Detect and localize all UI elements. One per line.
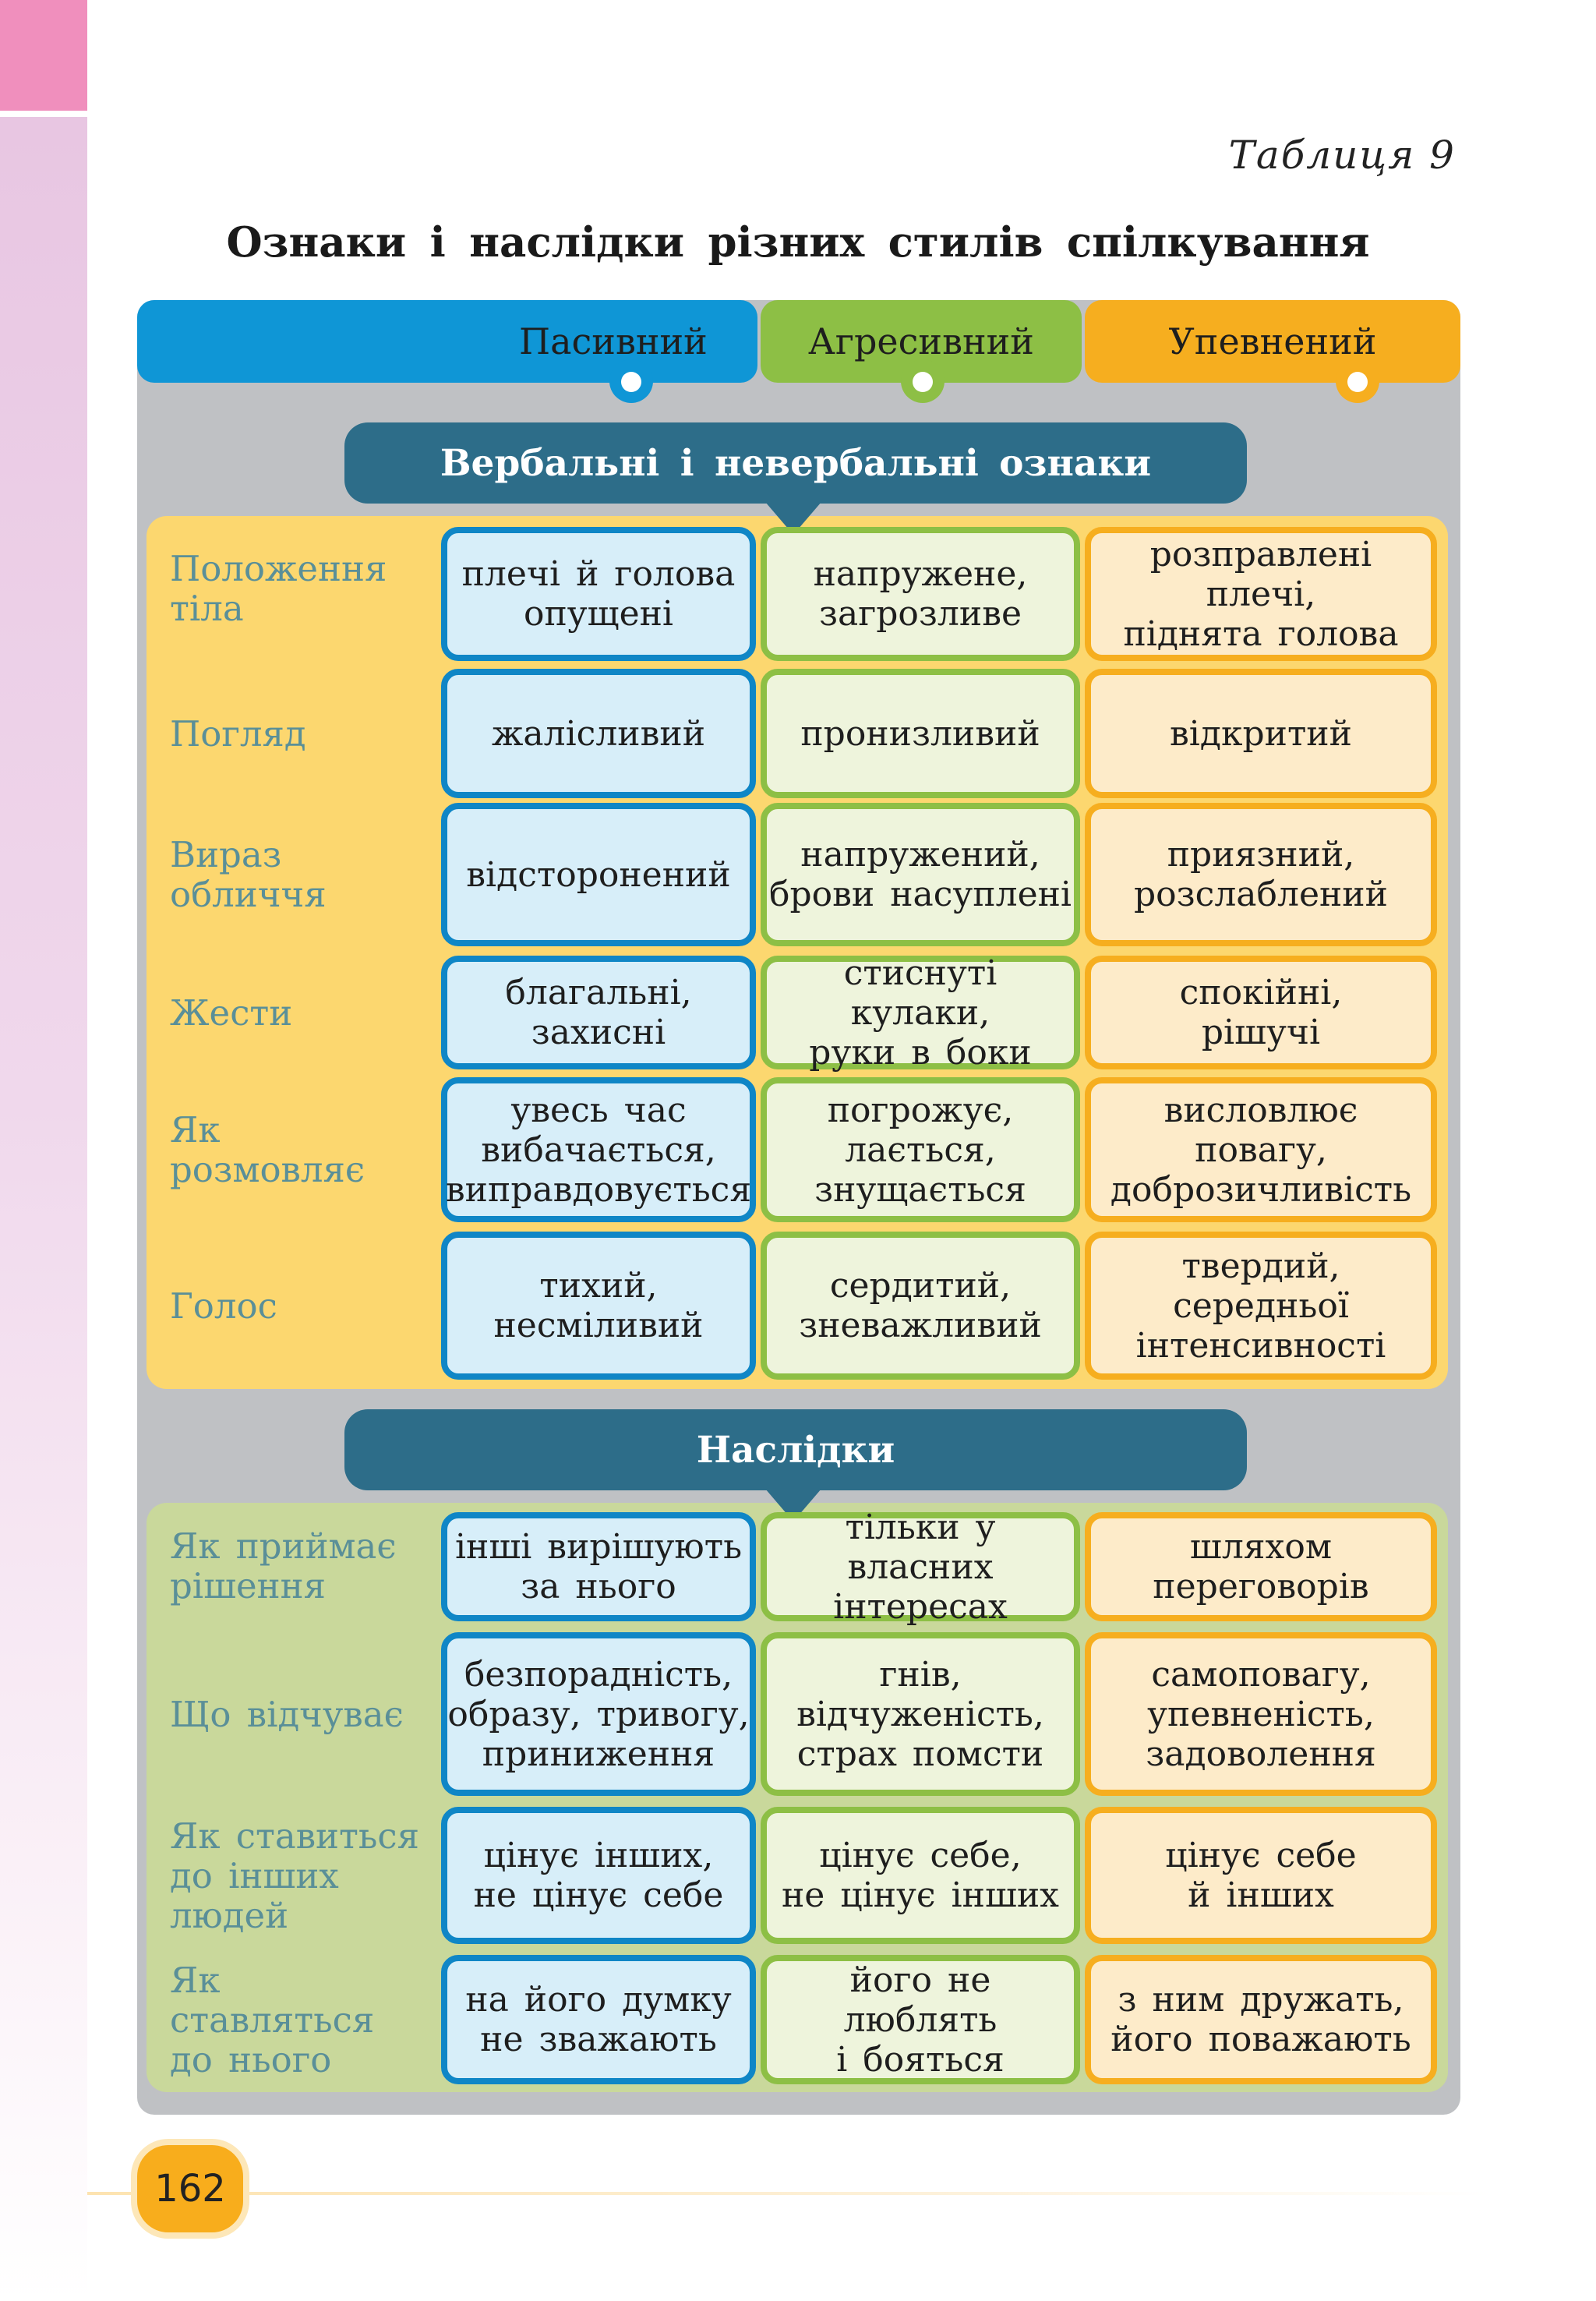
margin-strip bbox=[0, 117, 87, 2301]
section-bar-signs: Вербальні і невербальні ознаки bbox=[344, 422, 1247, 535]
cell-passive: на його думку не зважають bbox=[441, 1955, 756, 2084]
header-dot bbox=[1347, 372, 1368, 392]
row-label: Голос bbox=[170, 1285, 277, 1327]
cell-confident: цінує себе й інших bbox=[1085, 1807, 1437, 1944]
cell-passive: жалісливий bbox=[441, 669, 756, 798]
footer-rule bbox=[87, 2192, 1490, 2195]
cell-passive: увесь час вибачається, виправдовується bbox=[441, 1077, 756, 1222]
cell-confident: розправлені плечі, піднята голова bbox=[1085, 527, 1437, 661]
header-dot bbox=[621, 372, 641, 392]
cell-confident: висловлює повагу, доброзичливість bbox=[1085, 1077, 1437, 1222]
table-label: Таблиця 9 bbox=[1228, 133, 1456, 178]
column-header-label: Пасивний bbox=[519, 320, 708, 362]
column-header-label: Упевнений bbox=[1168, 320, 1377, 362]
cell-confident: з ним дружать, його поважають bbox=[1085, 1955, 1437, 2084]
cell-aggressive: напружений, брови насуплені bbox=[761, 803, 1080, 946]
cell-passive: плечі й голова опущені bbox=[441, 527, 756, 661]
cell-passive: інші вирішують за нього bbox=[441, 1512, 756, 1621]
cell-passive: цінує інших, не цінує себе bbox=[441, 1807, 756, 1944]
cell-aggressive: сердитий, зневажливий bbox=[761, 1232, 1080, 1380]
cell-confident: шляхом переговорів bbox=[1085, 1512, 1437, 1621]
section-title: Вербальні і невербальні ознаки bbox=[440, 441, 1152, 485]
page-number: 162 bbox=[137, 2145, 243, 2232]
cell-confident: самоповагу, упевненість, задоволення bbox=[1085, 1632, 1437, 1796]
cell-confident: приязний, розслаблений bbox=[1085, 803, 1437, 946]
row-label: Погляд bbox=[170, 712, 306, 755]
corner-tab bbox=[0, 0, 87, 111]
row-label: Жести bbox=[170, 991, 293, 1034]
row-label: Як ставляться до нього bbox=[170, 1959, 375, 2080]
column-header-confident: Упевнений bbox=[1085, 300, 1460, 403]
cell-aggressive: напружене, загрозливе bbox=[761, 527, 1080, 661]
section-title: Наслідки bbox=[696, 1428, 895, 1472]
row-label: Вираз обличчя bbox=[170, 834, 327, 915]
cell-confident: спокійні, рішучі bbox=[1085, 956, 1437, 1069]
page-title: Ознаки і наслідки різних стилів спілкува… bbox=[226, 218, 1370, 267]
cell-passive: відсторонений bbox=[441, 803, 756, 946]
column-header-aggressive: Агресивний bbox=[761, 300, 1082, 403]
cell-passive: тихий, несміливий bbox=[441, 1232, 756, 1380]
column-header-label: Агресивний bbox=[808, 320, 1034, 362]
cell-aggressive: пронизливий bbox=[761, 669, 1080, 798]
cell-passive: безпорадність, образу, тривогу, принижен… bbox=[441, 1632, 756, 1796]
cell-aggressive: цінує себе, не цінує інших bbox=[761, 1807, 1080, 1944]
row-label: Як приймає рішення bbox=[170, 1525, 397, 1606]
header-dot bbox=[913, 372, 933, 392]
cell-aggressive: його не люблять і бояться bbox=[761, 1955, 1080, 2084]
cell-passive: благальні, захисні bbox=[441, 956, 756, 1069]
cell-aggressive: тільки у власних інтересах bbox=[761, 1507, 1080, 1627]
column-header-passive: Пасивний bbox=[137, 300, 757, 403]
cell-confident: твердий, середньої інтенсивності bbox=[1085, 1232, 1437, 1380]
cell-confident: відкритий bbox=[1085, 669, 1437, 798]
row-label: Положення тіла bbox=[170, 548, 387, 629]
row-label: Що відчуває bbox=[170, 1693, 404, 1735]
cell-aggressive: гнів, відчуженість, страх помсти bbox=[761, 1632, 1080, 1796]
section-bar-consequences: Наслідки bbox=[344, 1409, 1247, 1522]
cell-aggressive: стиснуті кулаки, руки в боки bbox=[761, 953, 1080, 1073]
cell-aggressive: погрожує, лається, знущається bbox=[761, 1077, 1080, 1222]
row-label: Як ставиться до інших людей bbox=[170, 1815, 420, 1936]
row-label: Як розмовляє bbox=[170, 1109, 365, 1190]
